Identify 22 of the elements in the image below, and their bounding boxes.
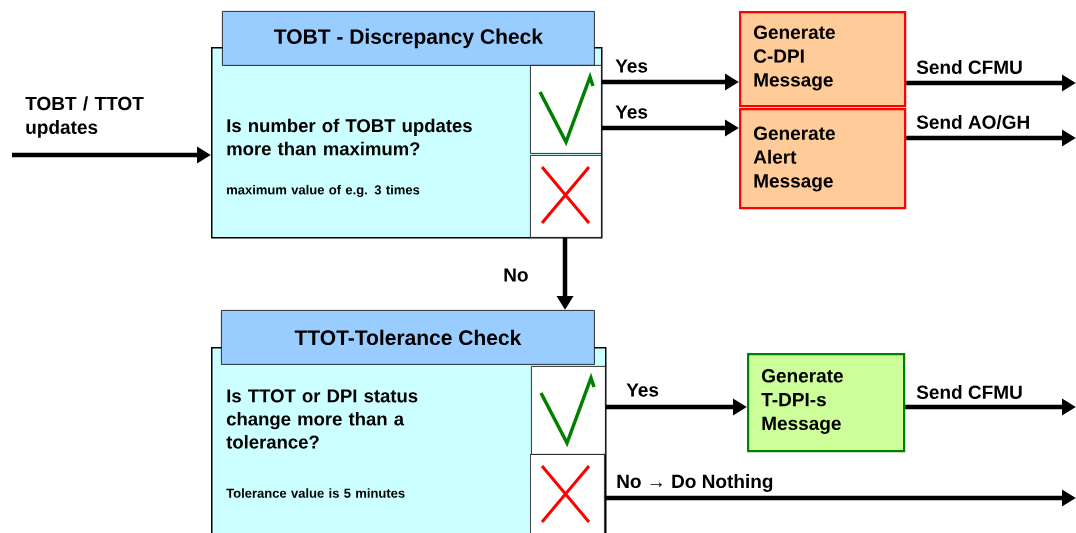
edge-label: No → Do Nothing (617, 474, 773, 492)
cross-mark-cell (530, 155, 602, 238)
edge-label: Send AO/GH (916, 114, 1029, 130)
edge-label: Yes (626, 383, 659, 397)
tick-mark-cell (531, 366, 606, 455)
message-box: Generate T-DPI-s Message (747, 353, 906, 453)
message-box: Generate Alert Message (739, 108, 907, 210)
question-text: Is TTOT or DPI status change more than a tolerance? (226, 389, 418, 449)
edge-label: Yes (615, 59, 648, 73)
edge-label: TOBT / TTOT updates (25, 96, 144, 138)
message-box: Generate C-DPI Message (739, 11, 907, 108)
heading-tab: TTOT-Tolerance Check (221, 310, 595, 365)
note-text: maximum value of e.g. 3 times (227, 184, 420, 198)
cross-mark-cell (530, 454, 605, 533)
edge-label: Send CFMU (916, 385, 1022, 399)
edge-label: Send CFMU (916, 60, 1022, 74)
edge-label: No (504, 268, 528, 282)
question-text: Is number of TOBT updates more than maximum? (227, 118, 472, 156)
tick-mark-cell (530, 65, 602, 154)
note-text: Tolerance value is 5 minutes (226, 488, 405, 498)
edge-label: Yes (615, 105, 648, 119)
heading-tab: TOBT - Discrepancy Check (222, 11, 595, 66)
